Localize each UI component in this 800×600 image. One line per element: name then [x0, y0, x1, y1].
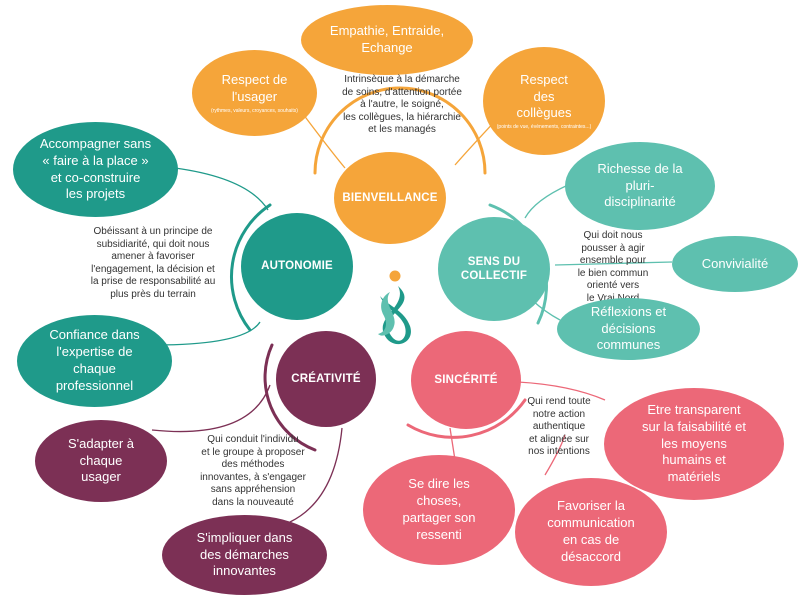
bienveillance-description: Intrinsèque à la démarche de soins, d'at…	[342, 74, 462, 135]
transparency-node: Etre transparent sur la faisabilité et l…	[604, 388, 784, 500]
speak-node: Se dire les choses, partager son ressent…	[363, 455, 515, 565]
adapt-node: S'adapter à chaque usager	[35, 420, 167, 502]
bienveillance-node: BIENVEILLANCE	[334, 152, 446, 244]
multidisciplinarity-node: Richesse de la pluri- disciplinarité	[565, 142, 715, 230]
human-figure-logo	[378, 270, 411, 345]
communication-node: Favoriser la communication en cas de dés…	[515, 478, 667, 586]
sens-collectif-node: SENS DU COLLECTIF	[438, 217, 550, 321]
sens-collectif-description: Qui doit nous pousser à agir ensemble po…	[577, 230, 649, 304]
trust-node: Confiance dans l'expertise de chaque pro…	[17, 315, 172, 407]
conviviality-node: Convivialité	[672, 236, 798, 292]
respect-colleagues-node: Respect des collègues (points de vue, év…	[483, 47, 605, 155]
sincerite-description: Qui rend toute notre action authentique …	[527, 396, 591, 457]
reflections-node: Réflexions et décisions communes	[557, 298, 700, 360]
autonomie-node: AUTONOMIE	[241, 213, 353, 320]
involve-node: S'impliquer dans des démarches innovante…	[162, 515, 327, 595]
empathy-node: Empathie, Entraide, Echange	[301, 5, 473, 75]
creativite-node: CRÉATIVITÉ	[276, 331, 376, 427]
creativite-description: Qui conduit l'individu et le groupe à pr…	[200, 434, 306, 508]
accompany-node: Accompagner sans « faire à la place » et…	[13, 122, 178, 217]
sincerite-node: SINCÉRITÉ	[411, 331, 521, 429]
respect-user-node: Respect de l'usager (rythmes, valeurs, c…	[192, 50, 317, 136]
autonomie-description: Obéissant à un principe de subsidiarité,…	[90, 226, 216, 300]
